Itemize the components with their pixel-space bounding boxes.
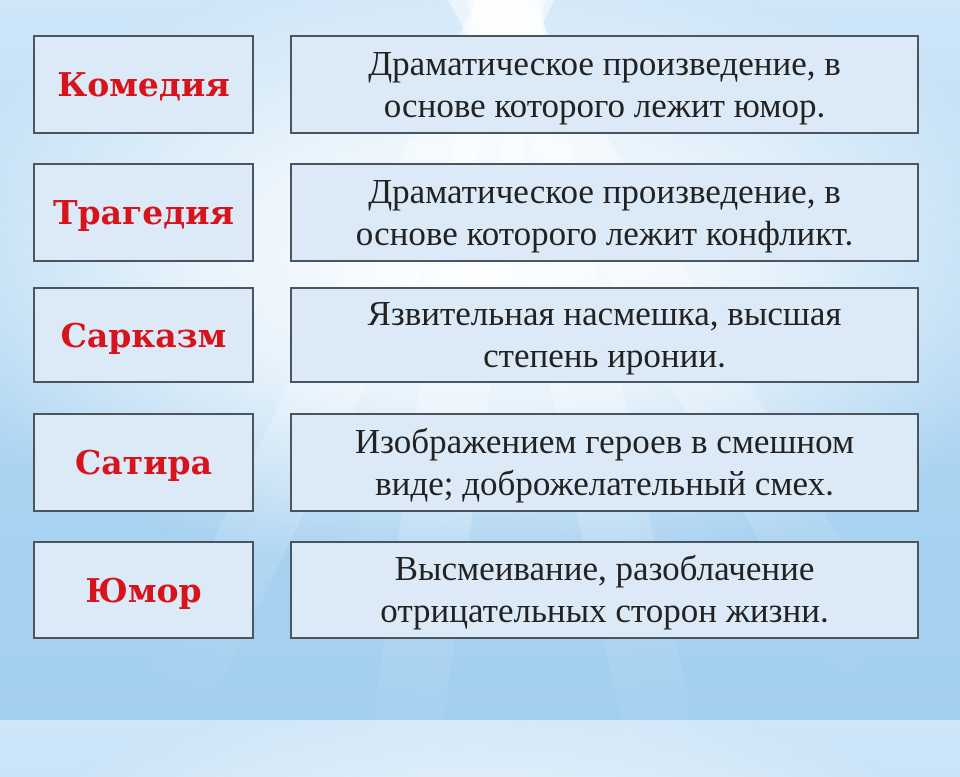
- definition-box-satire: Изображением героев в смешном виде; добр…: [290, 413, 919, 512]
- definition-box-sarcasm: Язвительная насмешка, высшая степень иро…: [290, 287, 919, 383]
- definition-box-tragedy: Драматическое произведение, в основе кот…: [290, 163, 919, 262]
- definition-line: виде; доброжелательный смех.: [375, 463, 834, 503]
- definition-line: отрицательных сторон жизни.: [380, 591, 829, 630]
- definition-line: основе которого лежит конфликт.: [355, 213, 854, 253]
- term-box-humor: Юмор: [33, 541, 254, 639]
- definition-line: Драматическое произведение, в: [368, 43, 841, 83]
- term-box-sarcasm: Сарказм: [33, 287, 254, 383]
- term-label: Сатира: [74, 443, 213, 482]
- term-box-comedy: Комедия: [33, 35, 254, 134]
- term-box-satire: Сатира: [33, 413, 254, 512]
- definition-line: Язвительная насмешка, высшая: [367, 294, 842, 333]
- term-label: Сарказм: [60, 315, 227, 355]
- definition-box-humor: Высмеивание, разоблачение отрицательных …: [290, 541, 919, 639]
- definition-line: основе которого лежит юмор.: [383, 85, 826, 125]
- definition-line: Высмеивание, разоблачение: [394, 549, 815, 588]
- term-box-tragedy: Трагедия: [33, 163, 254, 262]
- term-label: Юмор: [85, 570, 202, 610]
- definition-line: Драматическое произведение, в: [368, 171, 841, 211]
- definition-line: Изображением героев в смешном: [354, 421, 855, 461]
- definition-line: степень иронии.: [483, 336, 726, 375]
- term-label: Комедия: [57, 65, 230, 104]
- definition-box-comedy: Драматическое произведение, в основе кот…: [290, 35, 919, 134]
- term-label: Трагедия: [52, 193, 235, 232]
